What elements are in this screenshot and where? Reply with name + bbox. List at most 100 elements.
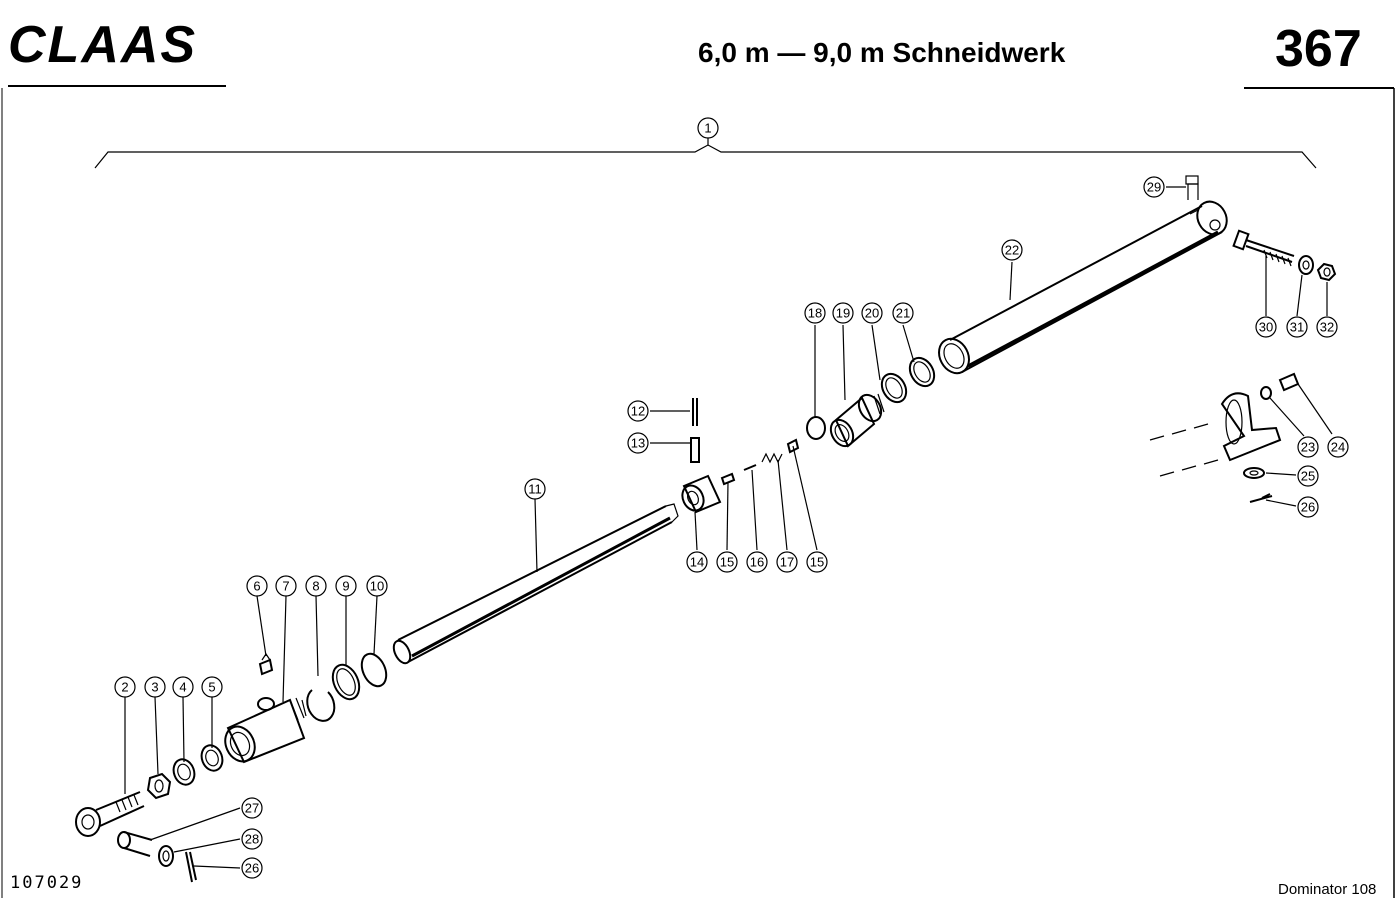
valve-ball-part (720, 472, 736, 486)
svg-text:5: 5 (208, 680, 215, 695)
svg-text:7: 7 (282, 579, 289, 594)
pin-washer-part (158, 845, 174, 867)
piston-part (829, 393, 885, 448)
page-title: 6,0 m — 9,0 m Schneidwerk (698, 37, 1066, 68)
clevis-pin-part (117, 831, 153, 857)
callout-16: 16 (746, 551, 768, 573)
svg-text:19: 19 (836, 306, 850, 321)
callout-3: 3 (144, 676, 166, 698)
svg-text:18: 18 (808, 306, 822, 321)
cylinder-tube-part (938, 175, 1228, 375)
svg-text:12: 12 (631, 404, 645, 419)
cylinder-head-part (224, 697, 307, 764)
callout-10: 10 (366, 575, 388, 597)
svg-text:25: 25 (1301, 469, 1315, 484)
svg-text:26: 26 (1301, 500, 1315, 515)
backup-ring-part (880, 372, 908, 404)
callout-21: 21 (892, 302, 914, 324)
bracket-fitting-part (1278, 372, 1300, 392)
svg-text:11: 11 (528, 482, 542, 497)
cotter-pin-part (185, 851, 197, 883)
bolt-part (1232, 229, 1295, 267)
rod-eye-part (75, 791, 145, 837)
rod-seal-part (200, 744, 224, 772)
callout-13: 13 (627, 432, 649, 454)
callout-14: 14 (686, 551, 708, 573)
callout-27: 27 (241, 797, 263, 819)
callout-9: 9 (335, 575, 357, 597)
bracket-disc-part (1243, 467, 1265, 479)
snap-ring-part (306, 689, 336, 722)
svg-text:14: 14 (690, 555, 704, 570)
callout-23: 23 (1297, 436, 1319, 458)
callout-11: 11 (524, 478, 546, 500)
svg-text:9: 9 (342, 579, 349, 594)
svg-text:28: 28 (245, 832, 259, 847)
svg-text:26: 26 (245, 861, 259, 876)
callout-30: 30 (1255, 316, 1277, 338)
assembly-bracket (94, 144, 1317, 169)
guide-ring-part (331, 663, 361, 701)
callout-26a: 26 (1297, 496, 1319, 518)
callout-17: 17 (776, 551, 798, 573)
roll-pin-part (690, 437, 700, 463)
page-number: 367 (1275, 20, 1362, 78)
callout-2: 2 (114, 676, 136, 698)
svg-text:20: 20 (865, 306, 879, 321)
bracket-cotter-pin-part (1249, 493, 1273, 503)
svg-text:29: 29 (1147, 180, 1161, 195)
callout-26b: 26 (241, 857, 263, 879)
pin-part (692, 398, 698, 426)
callout-24: 24 (1327, 436, 1349, 458)
collar-part (681, 474, 722, 514)
callout-20: 20 (861, 302, 883, 324)
lock-nut-part (146, 772, 172, 800)
callout-28: 28 (241, 828, 263, 850)
svg-text:6: 6 (253, 579, 260, 594)
callout-1: 1 (697, 117, 719, 139)
svg-text:13: 13 (631, 436, 645, 451)
callout-7: 7 (275, 575, 297, 597)
nut-part (1316, 262, 1337, 282)
svg-text:1: 1 (704, 121, 711, 136)
svg-text:10: 10 (370, 579, 384, 594)
piston-rod-part (392, 503, 679, 665)
grease-nipple-part (258, 652, 274, 676)
svg-text:4: 4 (179, 680, 186, 695)
svg-text:32: 32 (1320, 320, 1334, 335)
svg-text:15: 15 (810, 555, 824, 570)
svg-text:23: 23 (1301, 440, 1315, 455)
valve-pin-part (743, 464, 757, 471)
spring-part (761, 452, 783, 464)
leader-lines (124, 186, 1333, 869)
callout-15b: 15 (806, 551, 828, 573)
callout-6: 6 (246, 575, 268, 597)
svg-text:2: 2 (121, 680, 128, 695)
wiper-part (172, 758, 196, 786)
svg-text:30: 30 (1259, 320, 1273, 335)
callout-29: 29 (1143, 176, 1165, 198)
svg-text:3: 3 (151, 680, 158, 695)
svg-text:24: 24 (1331, 440, 1345, 455)
svg-text:17: 17 (780, 555, 794, 570)
valve-seat-part (786, 438, 800, 454)
callout-5: 5 (201, 676, 223, 698)
model-label: Dominator 108 (1278, 881, 1376, 898)
brand-logo: CLAAS (8, 16, 197, 74)
bracket-washer-part (1260, 386, 1272, 400)
svg-text:15: 15 (720, 555, 734, 570)
svg-text:31: 31 (1290, 320, 1304, 335)
callout-22: 22 (1001, 239, 1023, 261)
callout-15a: 15 (716, 551, 738, 573)
callout-12: 12 (627, 400, 649, 422)
piston-seal-part (908, 356, 936, 388)
callout-32: 32 (1316, 316, 1338, 338)
mounting-bracket-part (1149, 392, 1282, 477)
svg-text:22: 22 (1005, 243, 1019, 258)
svg-text:16: 16 (750, 555, 764, 570)
callout-4: 4 (172, 676, 194, 698)
callout-8: 8 (305, 575, 327, 597)
callout-19: 19 (832, 302, 854, 324)
callout-group: 1 2 3 4 5 6 7 8 9 10 11 12 13 14 15 16 1… (114, 117, 1349, 879)
